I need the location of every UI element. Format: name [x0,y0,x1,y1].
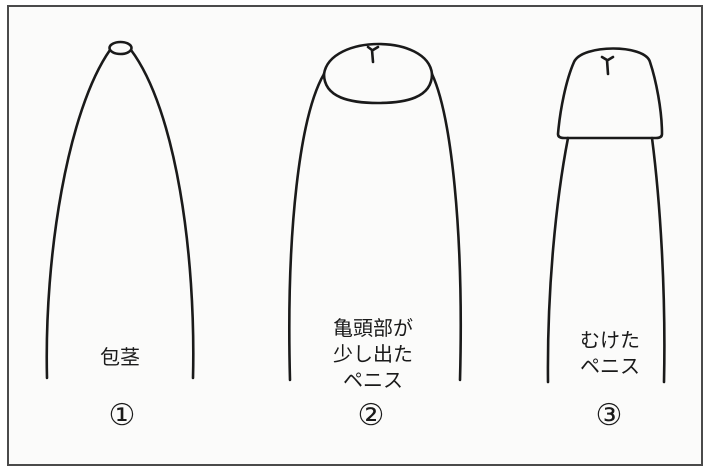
diagram-frame [7,5,703,466]
figure-3-outline [546,136,666,384]
figure-3-glans [556,47,664,140]
figure-3 [546,47,666,384]
number-1: ① [108,398,136,433]
figure-1-tip [108,40,133,56]
figure-2 [288,42,463,382]
figure-1-outline [45,48,195,380]
figure-1 [45,40,195,380]
figure-3-slit [600,55,615,76]
figure-2-slit [366,45,380,64]
label-3: むけた ペニス [580,328,640,378]
figure-2-outline [288,72,463,382]
label-1: 包茎 [100,345,140,369]
number-2: ② [357,398,385,433]
label-2: 亀頭部が 少し出た ペニス [333,316,413,392]
figure-2-glans [322,42,434,105]
number-3: ③ [595,398,623,433]
